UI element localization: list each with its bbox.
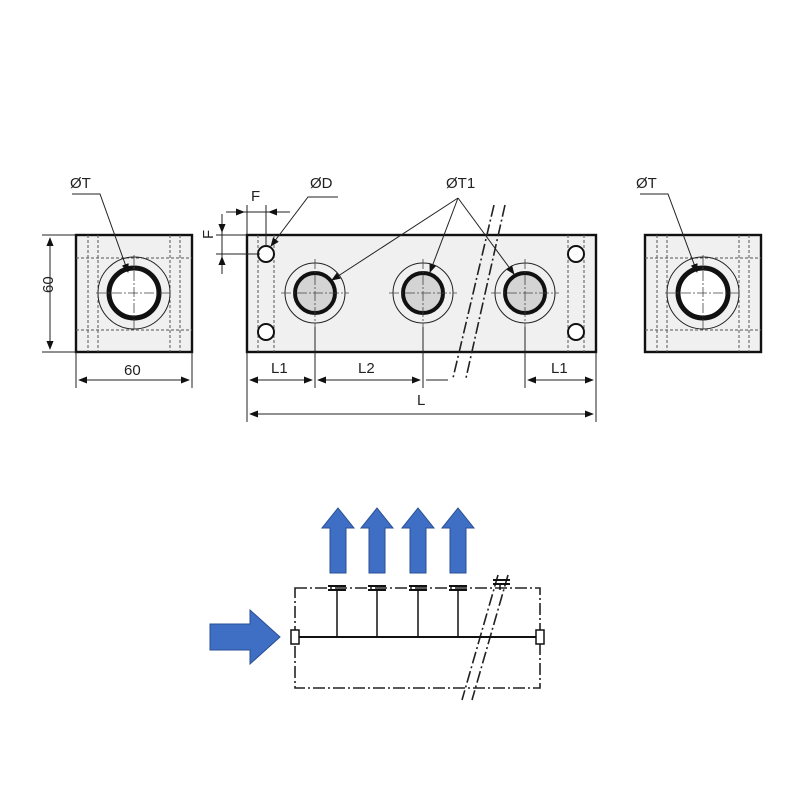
branch-5 <box>493 579 510 590</box>
length-label: L <box>417 392 425 409</box>
left-end-view: ØT 60 60 <box>40 175 194 388</box>
pitch-label: L2 <box>358 360 375 377</box>
right-thread-label: ØT <box>636 175 657 192</box>
front-view: ØD ØT1 F F L1 L2 L1 L <box>200 175 598 422</box>
branch-2 <box>368 585 386 637</box>
offset-horizontal-label: F <box>251 188 260 205</box>
mount-hole-top-right <box>567 245 585 263</box>
branch-3 <box>409 585 427 637</box>
mount-hole-bottom-right <box>567 323 585 341</box>
outlet-flow-arrow-3 <box>400 507 436 574</box>
break-line <box>452 204 495 379</box>
mount-hole-label: ØD <box>310 175 333 192</box>
pitch-first-label: L1 <box>271 360 288 377</box>
outlet-thread-label: ØT1 <box>446 175 475 192</box>
width-dimension-label: 60 <box>124 362 141 379</box>
pitch-last-label: L1 <box>551 360 568 377</box>
branch-1 <box>328 585 346 637</box>
branch-4 <box>449 585 467 637</box>
flow-schematic <box>209 507 545 701</box>
outlet-port-1 <box>281 259 349 327</box>
outlet-flow-arrow-4 <box>440 507 476 574</box>
left-thread-label: ØT <box>70 175 91 192</box>
outlet-flow-arrow-2 <box>359 507 395 574</box>
schematic-envelope <box>294 587 541 689</box>
inlet-flow-arrow <box>209 608 281 666</box>
outlet-port-3 <box>491 259 559 327</box>
height-dimension-label: 60 <box>40 276 57 293</box>
right-end-view: ØT <box>636 175 763 354</box>
outlet-flow-arrow-1 <box>320 507 356 574</box>
offset-vertical-label: F <box>200 230 217 239</box>
mount-hole-top-left <box>257 245 275 263</box>
mount-hole-bottom-left <box>257 323 275 341</box>
outlet-port-2 <box>389 259 457 327</box>
